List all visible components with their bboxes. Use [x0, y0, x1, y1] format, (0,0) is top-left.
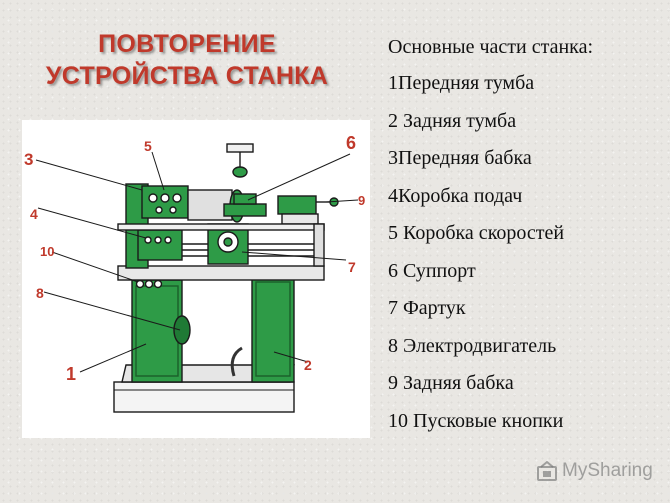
feed-gearbox	[137, 229, 183, 261]
machine-bed	[117, 265, 325, 281]
parts-list-item: 10 Пусковые кнопки	[388, 409, 564, 432]
leader-lines	[35, 151, 359, 373]
diagram-label-1: 1	[66, 364, 76, 384]
parts-list-item: 4Коробка подач	[388, 184, 523, 207]
machine-base	[113, 381, 295, 413]
parts-list-item: 8 Электродвигатель	[388, 334, 557, 357]
diagram-label-5: 5	[144, 138, 152, 154]
rear-pedestal	[251, 275, 295, 383]
parts-list-item: 5 Коробка скоростей	[388, 222, 565, 244]
parts-list: 1Передняя тумба 2 Задняя тумба 3Передняя…	[388, 70, 564, 445]
diagram-label-8: 8	[36, 285, 44, 301]
diagram-label-6: 6	[346, 133, 356, 153]
parts-list-item: 2 Задняя тумба	[388, 109, 517, 132]
tailstock	[277, 195, 317, 215]
diagram-label-7: 7	[348, 259, 356, 275]
lathe-diagram: 1 2 3 4 5 6 7 8 9 10	[22, 120, 370, 438]
diagram-label-9: 9	[358, 193, 365, 208]
slide-title: ПОВТОРЕНИЕ УСТРОЙСТВА СТАНКА	[22, 28, 352, 92]
slide-title-line2: УСТРОЙСТВА СТАНКА	[45, 62, 329, 90]
parts-heading: Основные части станка:	[388, 36, 594, 58]
parts-list-item: 1Передняя тумба	[388, 72, 535, 94]
diagram-label-3: 3	[24, 150, 33, 169]
carriage	[223, 203, 267, 217]
diagram-label-10: 10	[40, 244, 54, 259]
diagram-label-2: 2	[304, 357, 312, 373]
watermark: MySharing	[536, 458, 653, 484]
parts-list-item: 7 Фартук	[388, 297, 466, 319]
lathe-machine	[113, 143, 339, 413]
parts-list-item: 9 Задняя бабка	[388, 372, 514, 394]
logo-icon	[537, 460, 557, 481]
watermark-text: MySharing	[562, 460, 653, 481]
lathe-drawing: 1 2 3 4 5 6 7 8 9 10	[24, 133, 365, 413]
parts-list-item: 3Передняя бабка	[388, 147, 532, 169]
slide-title-line1: ПОВТОРЕНИЕ	[98, 30, 276, 58]
parts-list-item: 6 Суппорт	[388, 259, 476, 282]
electric-motor	[173, 315, 191, 345]
diagram-label-4: 4	[30, 206, 38, 222]
